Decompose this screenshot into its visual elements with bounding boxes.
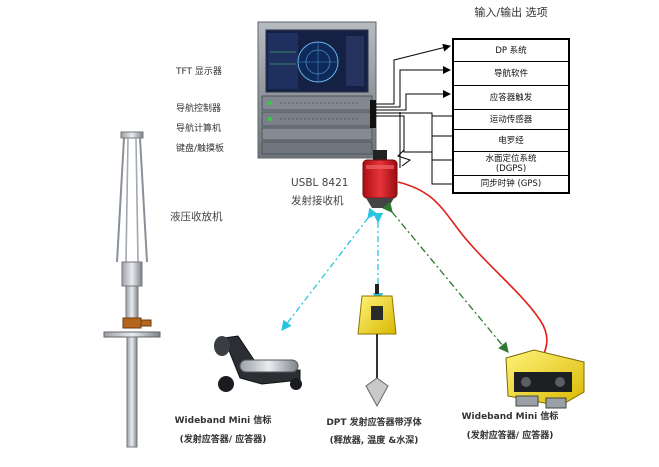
io-connections <box>376 43 452 185</box>
io-item-transponder-trigger: 应答器触发 <box>454 86 568 110</box>
dpt-transponder <box>357 284 397 408</box>
hydraulic-winch <box>103 131 161 448</box>
rov-cable <box>397 181 548 363</box>
io-item-gyrocompass: 电罗经 <box>454 130 568 152</box>
beacon-left-line1: Wideband Mini 信标 <box>174 416 272 426</box>
io-item-nav-software: 导航软件 <box>454 62 568 86</box>
mini-beacon-left <box>214 335 302 392</box>
io-item-sync-clock: 同步时钟 (GPS) <box>480 179 542 189</box>
navigation-rack <box>257 21 377 159</box>
io-options-panel: DP 系统 导航软件 应答器触发 运动传感器 电罗经 水面定位系统 (DGPS)… <box>452 38 570 194</box>
io-item-dp-system: DP 系统 <box>454 40 568 62</box>
beacon-right-line1: Wideband Mini 信标 <box>461 412 559 422</box>
usbl-model-label: USBL 8421 <box>291 177 349 189</box>
keyboard-touchpad-label: 键盘/触摸板 <box>176 144 225 154</box>
io-item-dgps: 水面定位系统 (DGPS) <box>454 152 568 176</box>
dpt-line2: (释放器, 温度 &水深) <box>329 436 419 446</box>
rov-vehicle <box>505 349 585 409</box>
dpt-line1: DPT 发射应答器带浮体 <box>326 418 422 428</box>
winch-label: 液压收放机 <box>170 211 223 223</box>
io-panel-title: 输入/输出 选项 <box>474 6 548 19</box>
tft-display-label: TFT 显示器 <box>176 67 222 77</box>
io-item-motion-sensor: 运动传感器 <box>454 110 568 130</box>
nav-controller-label: 导航控制器 <box>176 104 222 114</box>
usbl-transceiver <box>362 150 398 208</box>
beacon-right-line2: (发射应答器/ 应答器) <box>466 431 554 441</box>
beacon-left-line2: (发射应答器/ 应答器) <box>179 435 267 445</box>
nav-computer-label: 导航计算机 <box>176 124 222 134</box>
usbl-name-label: 发射接收机 <box>291 195 344 207</box>
